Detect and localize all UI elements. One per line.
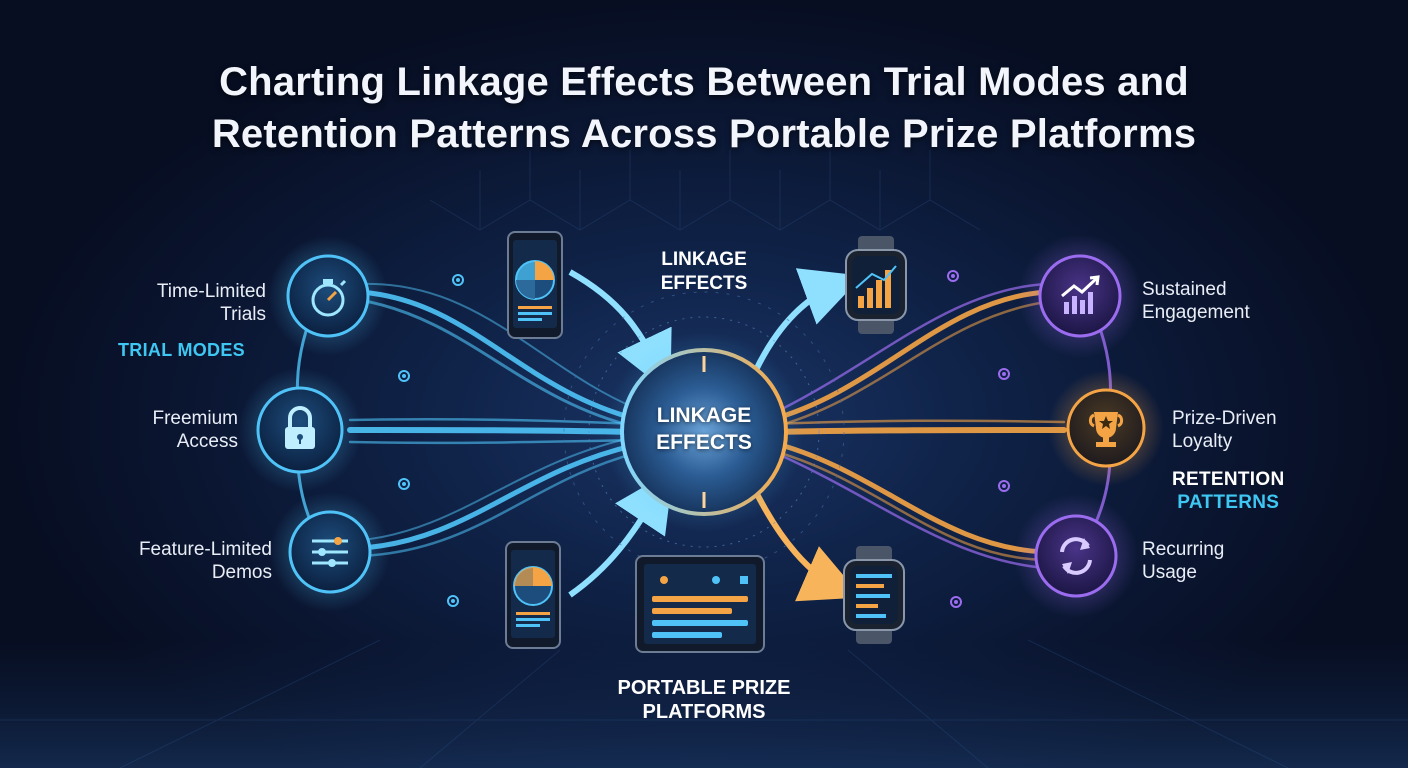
node-recurring-usage [1014, 494, 1138, 618]
node-time-limited-trials [268, 236, 388, 356]
label-time-limited-trials: Time-Limited Trials [156, 281, 266, 325]
label-freemium-access: Freemium Access [152, 408, 238, 452]
sliders-icon [312, 537, 348, 567]
tablet-device [635, 555, 765, 653]
smartphone-top [507, 231, 563, 339]
recurring-arrows-icon [1060, 537, 1092, 575]
retention-patterns-heading: RETENTION PATTERNS [1172, 469, 1285, 513]
smartwatch-bottom [843, 546, 905, 644]
accent-dots [398, 270, 1010, 608]
growth-chart-icon [1061, 275, 1100, 314]
retention-flow-lines-purple [778, 282, 1048, 570]
linkage-effects-label: LINKAGE EFFECTS [660, 249, 748, 294]
linkage-hub [563, 291, 845, 573]
retention-flow-lines [767, 289, 1067, 562]
page-title: Charting Linkage Effects Between Trial M… [0, 56, 1408, 160]
floor-glow [0, 640, 1408, 768]
smartphone-bottom [505, 541, 561, 649]
label-feature-limited-demos: Feature-Limited Demos [138, 539, 272, 583]
lock-icon [285, 406, 315, 449]
trial-modes-heading: TRIAL MODES [118, 340, 245, 360]
label-sustained-engagement: Sustained Engagement [1142, 279, 1250, 323]
title-line-2: Retention Patterns Across Portable Prize… [211, 112, 1197, 156]
stopwatch-icon [311, 279, 347, 317]
hub-label: LINKAGE EFFECTS [656, 404, 752, 454]
title-line-1: Charting Linkage Effects Between Trial M… [219, 60, 1189, 104]
label-recurring-usage: Recurring Usage [1142, 539, 1225, 583]
node-sustained-engagement [1018, 234, 1142, 358]
trial-flow-lines [347, 282, 643, 558]
label-prize-driven-loyalty: Prize-Driven Loyalty [1172, 408, 1277, 452]
portable-prize-platforms-label: PORTABLE PRIZE PLATFORMS [617, 677, 791, 723]
trophy-icon [1088, 412, 1124, 447]
smartwatch-top [845, 236, 907, 334]
